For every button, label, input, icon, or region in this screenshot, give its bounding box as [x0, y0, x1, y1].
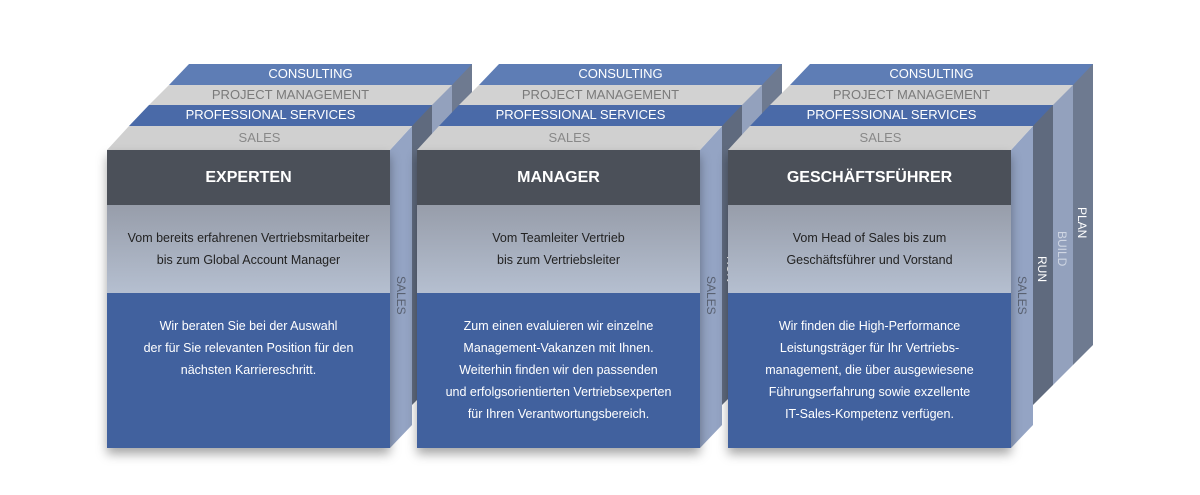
layer-label-sales: SALES: [238, 130, 281, 145]
side-build: [1053, 64, 1073, 385]
cube-1: CONSULTING PROJECT MANAGEMENT PROFESSIONAL…: [107, 0, 507, 495]
top-project-management: [770, 85, 1073, 105]
side-run: [1033, 85, 1053, 405]
layer-label-project-management: PROJECT MANAGEMENT: [832, 87, 991, 102]
description-line: IT-Sales-Kompetenz verfügen.: [785, 407, 954, 421]
layer-label-professional-services: PROFESSIONAL SERVICES: [495, 107, 666, 122]
cube-front: MANAGER Vom Teamleiter Vertrieb bis zum Ve…: [417, 150, 700, 448]
side-sales: [390, 126, 412, 448]
side-plan: [1073, 64, 1093, 365]
subtitle-line: Vom Head of Sales bis zum: [792, 231, 947, 245]
top-project-management: [149, 85, 452, 105]
subtitle-line: bis zum Global Account Manager: [156, 253, 341, 267]
top-sales: [728, 126, 1033, 150]
description-line: nächsten Karriereschritt.: [180, 363, 317, 377]
top-consulting: [790, 64, 1093, 85]
layer-label-sales: SALES: [548, 130, 591, 145]
top-project-management: [459, 85, 762, 105]
description-line: Zum einen evaluieren wir einzelne: [463, 319, 654, 333]
top-consulting: [479, 64, 782, 85]
description-line: Leistungsträger für Ihr Vertriebs-: [779, 341, 960, 355]
top-professional-services: [439, 105, 742, 126]
side-label-sales: SALES: [704, 276, 718, 315]
side-sales: [1011, 126, 1033, 448]
description-line: management, die über ausgewiesene: [765, 363, 974, 377]
layer-label-consulting: CONSULTING: [578, 66, 663, 81]
top-sales: [107, 126, 412, 150]
cube-title: MANAGER: [417, 150, 700, 205]
layer-label-professional-services: PROFESSIONAL SERVICES: [806, 107, 977, 122]
layer-label-professional-services: PROFESSIONAL SERVICES: [185, 107, 356, 122]
cube-3: CONSULTING PROJECT MANAGEMENT PROFESSIONAL…: [728, 0, 1128, 495]
subtitle-line: Geschäftsführer und Vorstand: [786, 253, 953, 267]
layer-label-project-management: PROJECT MANAGEMENT: [521, 87, 680, 102]
cube-subtitle: Vom bereits erfahrenen Vertriebsmitarbei…: [107, 205, 390, 293]
layer-label-consulting: CONSULTING: [889, 66, 974, 81]
top-professional-services: [129, 105, 432, 126]
description-line: Management-Vakanzen mit Ihnen.: [463, 341, 654, 355]
description-line: Wir finden die High-Performance: [778, 319, 961, 333]
side-label-run: RUN: [1035, 256, 1049, 282]
side-label-plan: PLAN: [1075, 207, 1089, 239]
side-label-sales: SALES: [394, 276, 408, 315]
subtitle-line: Vom bereits erfahrenen Vertriebsmitarbei…: [127, 231, 370, 245]
description-line: Wir beraten Sie bei der Auswahl: [159, 319, 338, 333]
cube-title: GESCHÄFTSFÜHRER: [728, 150, 1011, 205]
side-sales: [700, 126, 722, 448]
description-line: für Ihren Verantwortungsbereich.: [467, 407, 650, 421]
layer-label-consulting: CONSULTING: [268, 66, 353, 81]
subtitle-line: Vom Teamleiter Vertrieb: [492, 231, 625, 245]
description-line: Führungserfahrung sowie exzellente: [768, 385, 971, 399]
cube-subtitle: Vom Teamleiter Vertrieb bis zum Vertriebs…: [417, 205, 700, 293]
description-line: der für Sie relevanten Position für den: [143, 341, 354, 355]
subtitle-line: bis zum Vertriebsleiter: [497, 253, 620, 267]
description-line: und erfolgsorientierten Vertriebsexperte…: [445, 385, 672, 399]
cube-description: Wir beraten Sie bei der Auswahl der für S…: [107, 293, 390, 448]
description-line: Weiterhin finden wir den passenden: [459, 363, 658, 377]
cube-front: EXPERTEN Vom bereits erfahrenen Vertriebs…: [107, 150, 390, 448]
side-label-build: BUILD: [1055, 231, 1069, 267]
top-consulting: [169, 64, 472, 85]
layer-label-project-management: PROJECT MANAGEMENT: [211, 87, 370, 102]
top-sales: [417, 126, 722, 150]
side-label-sales: SALES: [1015, 276, 1029, 315]
cube-title: EXPERTEN: [107, 150, 390, 205]
layer-label-sales: SALES: [859, 130, 902, 145]
top-professional-services: [750, 105, 1053, 126]
